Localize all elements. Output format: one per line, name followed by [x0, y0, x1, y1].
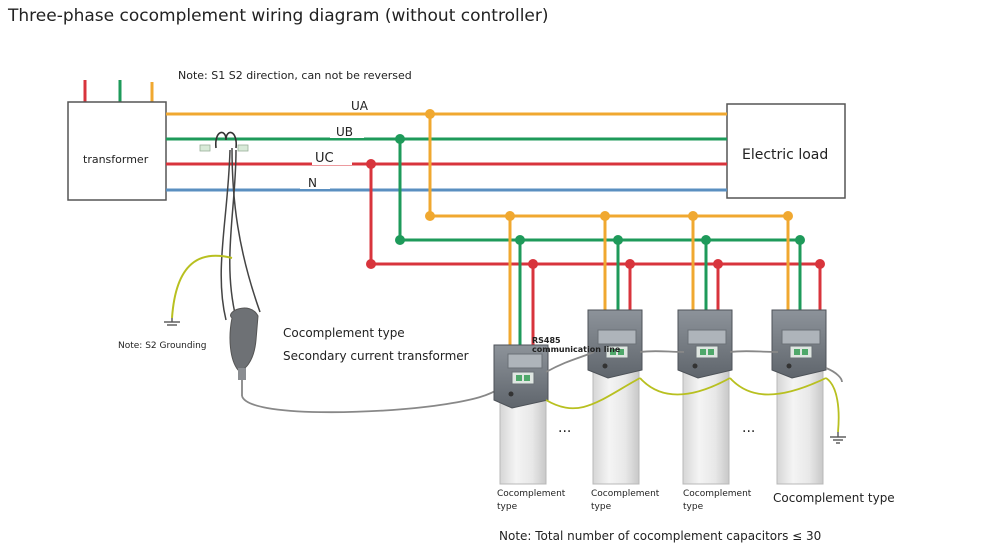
- diagram-canvas-part: [312, 149, 352, 165]
- capacitor-unit-1-part: [507, 353, 543, 369]
- capacitor-unit-3-part: [708, 349, 714, 355]
- ground-link-wire: [545, 377, 641, 410]
- ct-lead: [229, 149, 237, 319]
- capacitor-drops-part: [600, 211, 610, 221]
- ground-link-wire: [639, 377, 731, 396]
- junction-dot: [395, 134, 405, 144]
- ground-link-wire: [825, 377, 840, 433]
- capacitor-unit-3-part: [695, 345, 719, 359]
- capacitor-drops-part: [713, 259, 723, 269]
- electric-load-label: Electric load: [742, 147, 828, 163]
- phase-label-uc: UC: [315, 151, 334, 166]
- current-transformer-clamp-part: [237, 144, 249, 152]
- capacitor-label-2-line1: Cocomplement: [591, 489, 660, 499]
- capacitor-drops-part: [515, 235, 525, 245]
- capacitor-label-3-line2: type: [683, 502, 704, 512]
- secondary-ct-device-part: [229, 307, 259, 371]
- capacitor-unit-2-part: [602, 363, 608, 369]
- diagram-canvas-part: [330, 124, 364, 138]
- capacitor-unit-4-part: [794, 349, 800, 355]
- capacitor-drops: [505, 211, 825, 355]
- rs485-label-line2: communication line: [532, 345, 621, 354]
- junction-dot: [425, 109, 435, 119]
- capacitor-unit-1: [493, 344, 549, 485]
- ground-link-wire: [729, 377, 827, 396]
- transformer-box: [67, 101, 167, 201]
- ct-label-line1: Cocomplement type: [283, 326, 405, 340]
- ground-icon: [830, 432, 846, 444]
- junction-dot: [366, 259, 376, 269]
- diagram-canvas-part: [300, 175, 330, 189]
- note-grounding: Note: S2 Grounding: [118, 341, 207, 351]
- capacitor-drops-part: [815, 259, 825, 269]
- capacitor-drops-part: [505, 211, 515, 221]
- phase-label-n: N: [308, 176, 317, 190]
- capacitor-drops-part: [701, 235, 711, 245]
- capacitor-unit-3-part: [700, 349, 706, 355]
- capacitor-drops-part: [613, 235, 623, 245]
- page-title: Three-phase cocomplement wiring diagram …: [8, 6, 549, 26]
- transformer-label: transformer: [83, 153, 149, 166]
- capacitor-unit-4: [771, 309, 827, 485]
- capacitor-unit-2-part: [592, 367, 640, 485]
- capacitor-unit-4-part: [786, 363, 792, 369]
- electric-load-box: [726, 103, 846, 199]
- diagram-canvas-part: [340, 98, 374, 112]
- capacitor-label-2-line2: type: [591, 502, 612, 512]
- capacitor-label-4: Cocomplement type: [773, 491, 895, 505]
- phase-label-ua: UA: [351, 99, 369, 113]
- ground-icon: [164, 318, 180, 326]
- capacitor-unit-4-part: [776, 367, 824, 485]
- secondary-ct-device-part: [238, 368, 246, 380]
- capacitor-drops-part: [795, 235, 805, 245]
- current-transformer-clamp-part: [199, 144, 211, 152]
- capacitor-label-1-line1: Cocomplement: [497, 489, 566, 499]
- junction-dot: [425, 211, 435, 221]
- capacitor-unit-2-part: [610, 349, 616, 355]
- capacitor-drops-part: [528, 259, 538, 269]
- capacitor-unit-2: [587, 309, 643, 485]
- capacitor-drops-part: [688, 211, 698, 221]
- capacitor-unit-3-part: [687, 329, 727, 345]
- ellipsis-1: ...: [558, 420, 571, 436]
- capacitor-unit-4-part: [802, 349, 808, 355]
- capacitor-label-3-line1: Cocomplement: [683, 489, 752, 499]
- rs485-cable: [825, 367, 843, 383]
- junction-dot: [395, 235, 405, 245]
- ellipsis-2: ...: [742, 420, 755, 436]
- junction-dot: [366, 159, 376, 169]
- ct-lead: [220, 149, 231, 321]
- capacitor-unit-1-part: [499, 391, 547, 485]
- ct-signal-cable: [241, 387, 501, 414]
- ground-wire: [171, 254, 233, 319]
- capacitor-unit-1-part: [524, 375, 530, 381]
- capacitor-drops-part: [783, 211, 793, 221]
- secondary-ct-device: [229, 307, 259, 396]
- note-total-capacitors: Note: Total number of cocomplement capac…: [499, 529, 821, 543]
- rs485-cable: [639, 350, 685, 353]
- ct-lead: [231, 147, 261, 313]
- capacitor-unit-4-part: [789, 345, 813, 359]
- capacitor-unit-2-part: [618, 349, 624, 355]
- current-transformer-clamp-part: [215, 131, 237, 149]
- phase-label-ub: UB: [336, 125, 353, 139]
- rs485-label-line1: RS485: [532, 336, 561, 345]
- capacitor-unit-1-part: [511, 371, 535, 385]
- capacitor-unit-2-part: [597, 329, 637, 345]
- capacitor-unit-3-part: [682, 367, 730, 485]
- rs485-cable: [729, 350, 779, 353]
- capacitor-unit-1-part: [508, 391, 514, 397]
- capacitor-label-1-line2: type: [497, 502, 518, 512]
- rs485-cable: [545, 351, 595, 373]
- ct-label-line2: Secondary current transformer: [283, 349, 469, 363]
- capacitor-unit-3-part: [692, 363, 698, 369]
- current-transformer-clamp: [199, 131, 249, 152]
- note-direction: Note: S1 S2 direction, can not be revers…: [178, 69, 412, 82]
- capacitor-drops-part: [625, 259, 635, 269]
- capacitor-unit-1-part: [516, 375, 522, 381]
- capacitor-unit-4-part: [781, 329, 821, 345]
- capacitor-unit-3: [677, 309, 733, 485]
